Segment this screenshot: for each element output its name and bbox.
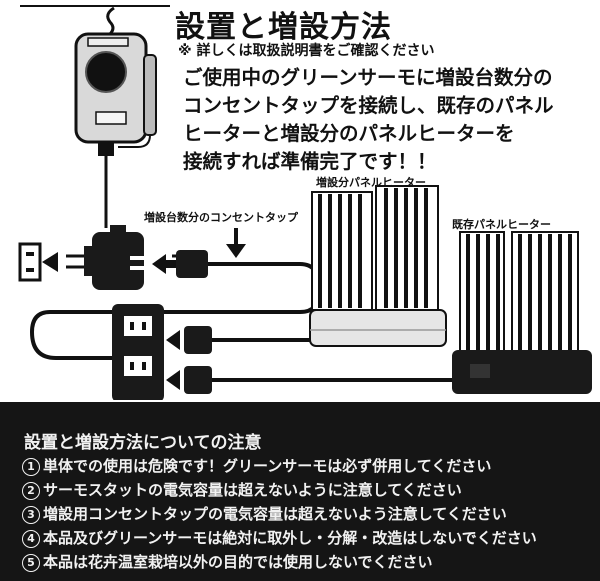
caution-number: 5	[22, 554, 40, 572]
added-heater-label: 増設分パネルヒーター	[316, 176, 426, 189]
instruction-line: コンセントタップを接続し、既存のパネル	[183, 94, 554, 117]
caution-title: 設置と増設方法についての注意	[24, 433, 262, 453]
outlet-tap-arrow	[226, 228, 246, 258]
instruction-line: ご使用中のグリーンサーモに増設台数分の	[183, 66, 553, 89]
caution-number: 1	[22, 458, 40, 476]
added-panel-heater-illustration	[309, 185, 447, 347]
caution-number: 4	[22, 530, 40, 548]
instruction-line: 接続すれば準備完了です！！	[183, 150, 437, 173]
caution-section	[0, 402, 600, 581]
outlet-tap-label: 増設台数分のコンセントタップ	[144, 211, 298, 224]
caution-text: 本品は花卉温室栽培以外の目的では使用しないでください	[43, 553, 433, 571]
wall-socket-illustration	[18, 242, 58, 282]
caution-number: 2	[22, 482, 40, 500]
caution-text: 本品及びグリーンサーモは絶対に取外し・分解・改造はしないでください	[43, 529, 537, 547]
caution-text: サーモスタットの電気容量は超えないように注意してください	[43, 481, 462, 499]
existing-heater-label: 既存パネルヒーター	[452, 218, 551, 231]
heater-plug-bottom	[166, 366, 470, 394]
page-title: 設置と増設方法	[175, 10, 392, 45]
installation-diagram	[18, 5, 592, 400]
manual-note: ※ 詳しくは取扱説明書をご確認ください	[178, 43, 435, 59]
caution-number: 3	[22, 506, 40, 524]
instruction-line: ヒーターと増設分のパネルヒーターを	[183, 122, 515, 145]
existing-panel-heater-illustration	[452, 231, 592, 394]
power-strip-illustration	[112, 304, 164, 400]
thermostat-illustration	[20, 5, 170, 228]
caution-text: 増設用コンセントタップの電気容量は超えないよう注意してください	[43, 505, 507, 523]
outlet-tap-illustration	[66, 225, 148, 290]
instruction-text: ご使用中のグリーンサーモに増設台数分の コンセントタップを接続し、既存のパネル …	[183, 64, 598, 176]
caution-text: 単体での使用は危険です！グリーンサーモは必ず併用してください	[43, 457, 492, 475]
heater-plug-middle	[166, 326, 330, 354]
